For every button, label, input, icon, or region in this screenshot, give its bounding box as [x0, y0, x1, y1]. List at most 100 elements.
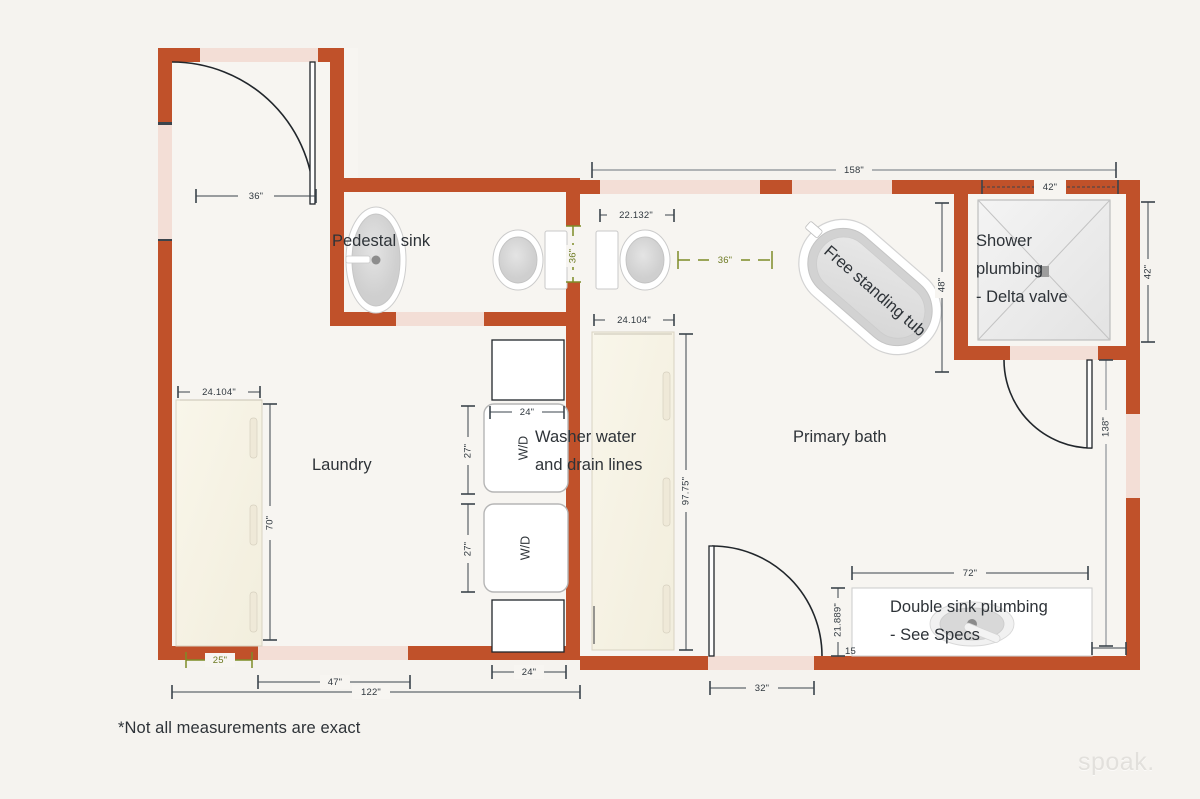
- wall-powder-east-upper: [566, 192, 580, 226]
- opening-shower-door: [1010, 346, 1098, 360]
- pedestal-sink[interactable]: [345, 206, 407, 314]
- wd-upper-counter: [491, 339, 565, 401]
- door-panel-shower: [1086, 359, 1093, 449]
- opening-marker-bottom: [158, 239, 172, 242]
- shower-pan[interactable]: [977, 199, 1111, 341]
- wd-lower-label: W/D: [518, 536, 532, 560]
- dim-laundry-cabinet-width: 24.104": [177, 385, 261, 399]
- wd-lower-counter: [491, 599, 565, 653]
- dim-bath-right-wall: 138": [1099, 359, 1113, 647]
- pedestal-sink-label: Pedestal sink: [332, 232, 431, 250]
- wall-bath-south-a: [580, 656, 708, 670]
- wall-shower-south-left: [954, 346, 1010, 360]
- washer-dryer-lower[interactable]: W/D: [483, 503, 569, 653]
- wall-bath-north-a: [580, 180, 600, 194]
- door-panel-laundry-entry: [309, 61, 316, 205]
- spoak-watermark: spoak.: [1078, 748, 1155, 776]
- wall-powder-south-left: [330, 312, 396, 326]
- wall-left-upper: [158, 48, 172, 123]
- wall-bath-south-b: [814, 656, 1140, 670]
- dim-label-36-green-h: 36": [718, 255, 733, 266]
- dim-label-wd-w-bottom: 24": [522, 667, 537, 678]
- double-sink-vanity[interactable]: [851, 587, 1093, 657]
- washer-dryer-upper[interactable]: W/D: [483, 339, 569, 493]
- toilet[interactable]: [492, 229, 568, 291]
- room-label-primary-bath: Primary bath: [793, 428, 887, 446]
- opening-bath-window-2: [792, 180, 892, 194]
- dim-laundry-left-opening: 25": [185, 652, 253, 668]
- wall-top-left-stub: [158, 48, 200, 62]
- dim-laundry-bottom-total: 122": [171, 685, 581, 699]
- wall-bath-north-b: [760, 180, 792, 194]
- walls: [158, 48, 1140, 670]
- free-standing-tub[interactable]: [775, 196, 960, 373]
- opening-left-window: [158, 123, 172, 241]
- wall-bath-east-upper: [1126, 194, 1140, 414]
- wall-shower-west: [954, 194, 968, 346]
- dim-label-21889: 21.889": [833, 603, 844, 637]
- opening-bath-door: [708, 656, 814, 670]
- dim-vanity-width: 72": [851, 566, 1089, 580]
- shower-drain: [1038, 266, 1049, 277]
- opening-laundry-window: [258, 646, 408, 660]
- opening-powder-door-header: [200, 48, 318, 62]
- dim-label-laundry-cab-d: 70": [265, 516, 276, 531]
- dim-label-47: 47": [328, 677, 343, 688]
- dim-shower-top-width: 42": [981, 180, 1119, 194]
- wall-powder-north: [344, 178, 580, 192]
- vanity-label-line-2: - See Specs: [890, 626, 980, 644]
- dim-powder-door-width: 36": [195, 189, 317, 203]
- dim-label-wd-w-top: 24": [520, 407, 535, 418]
- tub-faucet: [805, 221, 823, 238]
- toilet-primary[interactable]: [595, 229, 671, 291]
- dim-label-9775: 97.75": [681, 477, 692, 505]
- wall-laundry-south-b: [408, 646, 488, 660]
- dimension-lines: 36" 24.104" 70": [171, 162, 1155, 699]
- washer-note-line-2: and drain lines: [535, 456, 642, 474]
- dim-label-wd-d-lower: 27": [463, 542, 474, 557]
- dim-wd-upper-depth: 27": [461, 405, 475, 495]
- wall-laundry-bath-divider: [566, 326, 580, 660]
- vanity-label-line-1: Double sink plumbing: [890, 598, 1048, 616]
- dim-tub-length: 48": [935, 202, 949, 373]
- dim-label-32: 32": [755, 683, 770, 694]
- tall-cabinet[interactable]: [591, 331, 675, 651]
- dim-vanity-depth: 21.889": [831, 587, 845, 657]
- opening-bath-east-window: [1126, 414, 1140, 498]
- dim-bath-top-wall: 158": [591, 162, 1117, 178]
- wall-powder-east-lower: [566, 282, 580, 326]
- dim-label-42-right: 42": [1143, 265, 1154, 280]
- wall-bath-north-c: [892, 180, 1140, 194]
- dim-label-22132: 22.132": [619, 210, 653, 221]
- shower-label-line-3: - Delta valve: [976, 288, 1068, 306]
- dim-toilet-door-clearance: 36": [677, 251, 773, 269]
- dim-powder-wall-opening: 36": [566, 225, 581, 283]
- wall-powder-west: [330, 48, 344, 326]
- dim-wd-lower-depth: 27": [461, 503, 475, 593]
- wall-shower-south-right: [1098, 346, 1126, 360]
- dim-label-wd-d-upper: 27": [463, 444, 474, 459]
- washer-note-line-1: Washer water: [535, 428, 637, 446]
- dim-bath-door-width: 32": [709, 681, 815, 695]
- dim-label-tall-cab-w: 24.104": [617, 315, 651, 326]
- dim-label-122: 122": [361, 687, 381, 698]
- dim-label-158: 158": [844, 165, 864, 176]
- dim-toilet-clearance: 22.132": [599, 208, 675, 222]
- dim-vanity-gap: 15: [845, 642, 1127, 657]
- opening-powder-south: [396, 312, 484, 326]
- wall-left-lower: [158, 241, 172, 660]
- door-swing-shower: [1003, 359, 1093, 449]
- shower-label-line-2: plumbing: [976, 260, 1043, 278]
- dim-label-15: 15: [845, 646, 856, 657]
- opening-bath-window-1: [600, 180, 760, 194]
- opening-marker-top: [158, 122, 172, 125]
- dim-tall-cabinet-width: 24.104": [593, 313, 675, 327]
- laundry-cabinet[interactable]: [175, 399, 263, 647]
- dim-label-48: 48": [937, 278, 948, 293]
- dim-label-36-green-v: 36": [568, 249, 579, 264]
- footnote: *Not all measurements are exact: [118, 719, 361, 737]
- door-swing-bath-entry: [711, 545, 823, 657]
- dim-label-powder-door: 36": [249, 191, 264, 202]
